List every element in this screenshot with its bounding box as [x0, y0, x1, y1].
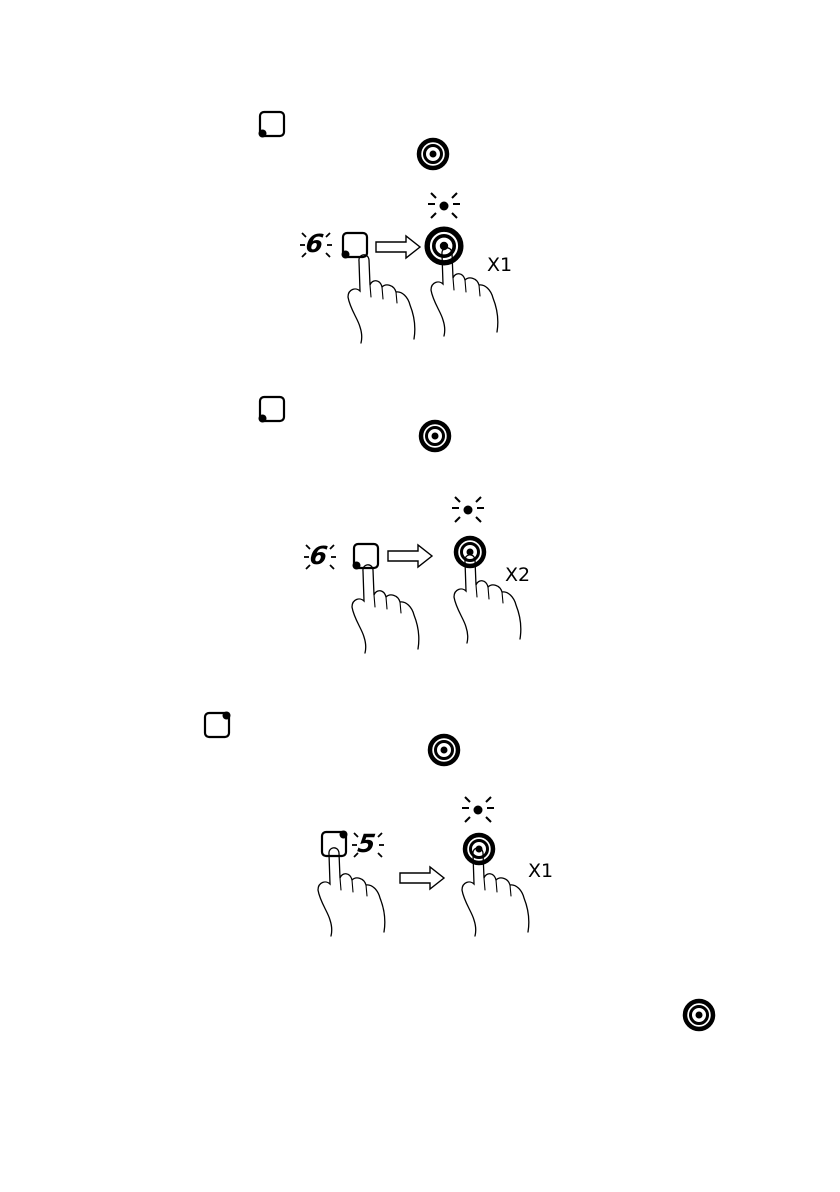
press-count-label: X1	[487, 254, 512, 276]
finger-press-icon	[458, 848, 538, 943]
zone-rear-left-icon	[258, 395, 286, 423]
blink-rays-icon	[458, 792, 502, 828]
right-arrow-icon	[398, 866, 448, 890]
timer-icon	[416, 137, 450, 171]
finger-press-icon	[348, 565, 428, 660]
zone-rear-right-icon	[202, 710, 232, 740]
blink-rays-icon	[426, 188, 466, 224]
press-count-label: X2	[505, 564, 530, 586]
timer-icon	[682, 998, 716, 1032]
timer-icon	[418, 419, 452, 453]
blink-rays-icon	[448, 490, 492, 530]
timer-icon	[427, 733, 461, 767]
finger-press-icon	[314, 848, 394, 943]
finger-press-icon	[344, 255, 424, 350]
zone-rear-left-icon	[258, 110, 286, 138]
press-count-label: X1	[528, 860, 553, 882]
